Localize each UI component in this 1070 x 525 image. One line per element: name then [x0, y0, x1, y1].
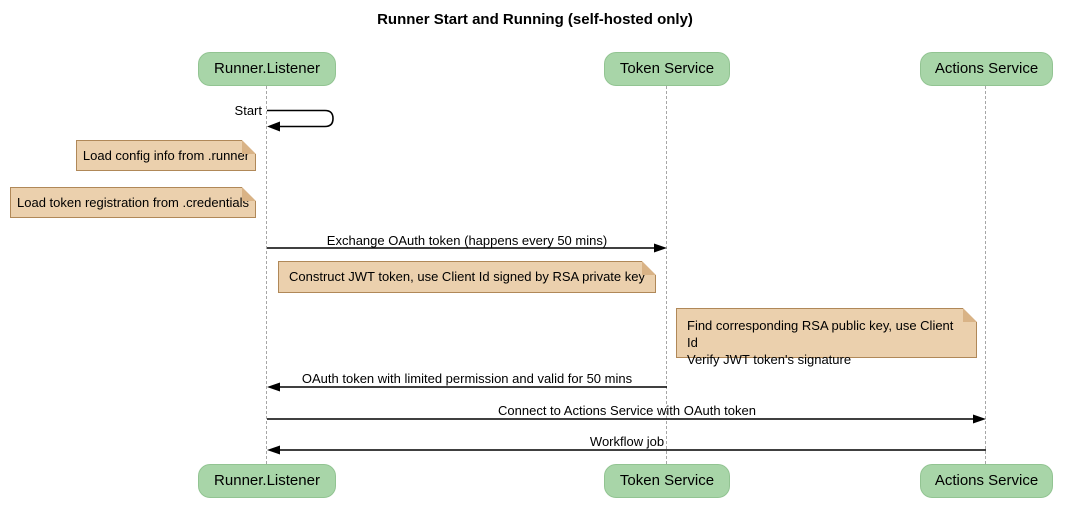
note-verify-jwt-line2: Verify JWT token's signature	[687, 352, 852, 367]
message-label-exchange-oauth: Exchange OAuth token (happens every 50 m…	[326, 233, 608, 248]
lifeline-runner-listener	[266, 86, 267, 464]
lifeline-actions-service	[985, 86, 986, 464]
arrowhead-self-start	[267, 121, 280, 132]
diagram-title: Runner Start and Running (self-hosted on…	[377, 11, 693, 28]
participant-actions-service-bottom: Actions Service	[920, 464, 1053, 498]
message-label-start: Start	[234, 103, 262, 118]
lifeline-token-service	[666, 86, 667, 464]
note-load-token-registration: Load token registration from .credential…	[10, 187, 256, 218]
message-label-oauth-return: OAuth token with limited permission and …	[301, 371, 633, 386]
arrowhead-workflow-job	[267, 445, 280, 455]
participant-runner-listener-bottom: Runner.Listener	[198, 464, 336, 498]
note-load-config: Load config info from .runner	[76, 140, 256, 171]
arrow-self-start	[267, 109, 334, 128]
participant-token-service-bottom: Token Service	[604, 464, 730, 498]
participant-runner-listener-top: Runner.Listener	[198, 52, 336, 86]
note-construct-jwt: Construct JWT token, use Client Id signe…	[278, 261, 656, 293]
message-label-workflow-job: Workflow job	[589, 434, 665, 449]
participant-token-service-top: Token Service	[604, 52, 730, 86]
note-verify-jwt: Find corresponding RSA public key, use C…	[676, 308, 977, 367]
participant-actions-service-top: Actions Service	[920, 52, 1053, 86]
message-label-connect-actions: Connect to Actions Service with OAuth to…	[498, 403, 756, 418]
note-verify-jwt-line1: Find corresponding RSA public key, use C…	[687, 318, 954, 350]
